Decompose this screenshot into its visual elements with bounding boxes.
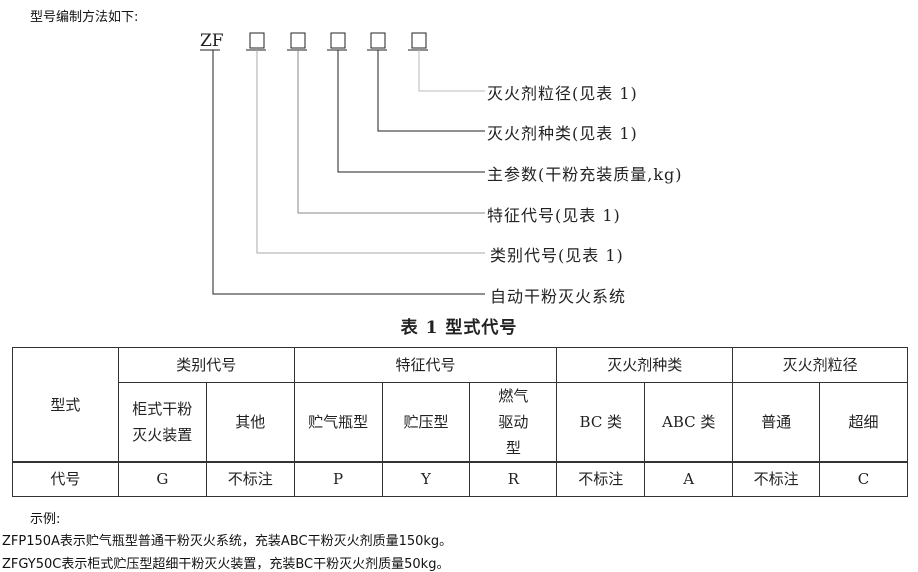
group-agent: 灭火剂种类 bbox=[556, 347, 734, 383]
code-cell: R bbox=[469, 461, 558, 497]
code-prefix: ZF bbox=[200, 31, 224, 51]
type-cell: 贮气瓶型 bbox=[293, 382, 383, 463]
group-category: 类别代号 bbox=[117, 347, 295, 383]
code-cell: A bbox=[644, 461, 734, 497]
example-heading: 示例: bbox=[30, 512, 61, 527]
code-cell: P bbox=[293, 461, 383, 497]
label-main-param: 主参数(干粉充装质量,kg) bbox=[487, 165, 683, 184]
code-box bbox=[290, 32, 306, 49]
row-header-type: 型式 bbox=[12, 347, 119, 463]
label-system: 自动干粉灭火系统 bbox=[490, 287, 627, 306]
code-cell: 不标注 bbox=[556, 461, 646, 497]
type-cell: 燃气驱动型 bbox=[469, 382, 558, 463]
example-line: ZFP150A表示贮气瓶型普通干粉灭火系统，充装ABC干粉灭火剂质量150kg。 bbox=[2, 534, 453, 549]
code-cell: C bbox=[819, 461, 908, 497]
type-cell: 其他 bbox=[205, 382, 295, 463]
type-cell: 超细 bbox=[819, 382, 908, 463]
code-cell: 不标注 bbox=[732, 461, 821, 497]
model-code-diagram bbox=[200, 32, 485, 295]
type-cell: ABC 类 bbox=[644, 382, 734, 463]
code-box bbox=[370, 32, 386, 49]
label-feature-code: 特征代号(见表 1) bbox=[487, 206, 621, 225]
type-cell: 贮压型 bbox=[381, 382, 471, 463]
group-feature: 特征代号 bbox=[293, 347, 558, 383]
code-cell: 不标注 bbox=[205, 461, 295, 497]
table-title: 表 1 型式代号 bbox=[400, 318, 518, 338]
type-cell: BC 类 bbox=[556, 382, 646, 463]
code-cell: Y bbox=[381, 461, 471, 497]
group-particle: 灭火剂粒径 bbox=[732, 347, 908, 383]
code-box bbox=[330, 32, 346, 49]
code-cell: G bbox=[117, 461, 207, 497]
label-particle-size: 灭火剂粒径(见表 1) bbox=[487, 84, 638, 103]
code-box bbox=[411, 32, 427, 49]
intro-text: 型号编制方法如下: bbox=[30, 10, 139, 25]
code-header: 代号 bbox=[12, 461, 119, 497]
label-agent-type: 灭火剂种类(见表 1) bbox=[487, 124, 638, 143]
example-line: ZFGY50C表示柜式贮压型超细干粉灭火装置，充装BC干粉灭火剂质量50kg。 bbox=[2, 557, 450, 572]
code-box bbox=[249, 32, 265, 49]
type-cell: 普通 bbox=[732, 382, 821, 463]
model-type-table: 型式 类别代号 特征代号 灭火剂种类 灭火剂粒径 柜式干粉灭火装置 其他 贮气瓶… bbox=[12, 347, 908, 497]
label-category-code: 类别代号(见表 1) bbox=[490, 246, 624, 265]
type-cell: 柜式干粉灭火装置 bbox=[117, 382, 207, 463]
